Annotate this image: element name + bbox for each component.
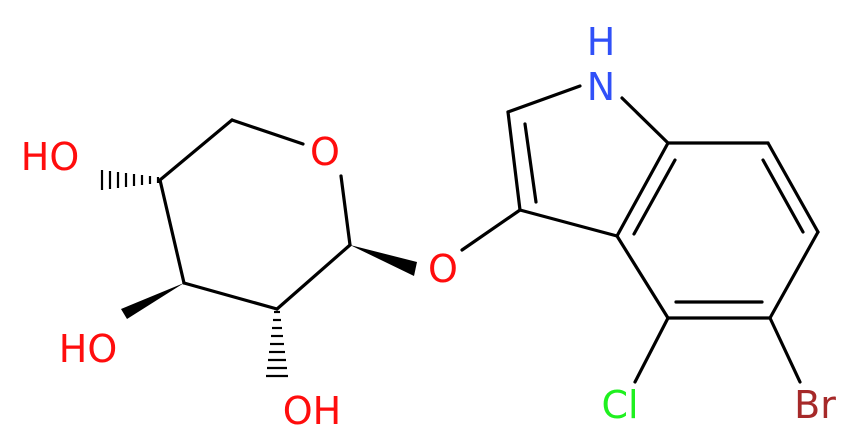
atom-label-glycosidic-oxygen: O: [428, 247, 458, 291]
bond-c7-c6-b: [761, 158, 805, 234]
bond-c3ind-c2ind-b: [523, 122, 538, 204]
bond-c3-c4: [158, 178, 186, 285]
bond-c2-c3: [182, 281, 279, 311]
bond-c2ind-n: [506, 84, 582, 114]
bond-oglyco-c3ind: [460, 208, 522, 252]
bond-c7a-c3a: [615, 141, 670, 238]
bond-c1-c2: [275, 243, 352, 311]
bond-oring-c1: [339, 174, 352, 247]
atom-label-hydroxyl-c4: HO: [21, 135, 79, 179]
bond-c6-c5: [768, 230, 820, 320]
atom-label-chlorine: Cl: [601, 383, 638, 427]
bond-c5-oring: [230, 118, 305, 146]
bond-n-c7a: [620, 96, 670, 145]
bond-c5-br: [768, 316, 802, 384]
atom-label-bromine: Br: [794, 383, 836, 427]
bond-c4-c3a: [615, 234, 670, 320]
atom-label-nitrogen: N: [587, 65, 615, 109]
atom-label-ring-oxygen: O: [310, 130, 340, 174]
wedge-bond-c1-oglyco: [350, 245, 417, 276]
bond-c3a-c7a-inner: [632, 158, 677, 236]
atom-label-nh-hydrogen: H: [587, 20, 616, 64]
wedge-bond-c3-ho: [121, 283, 184, 319]
bond-c3a-c3ind: [518, 208, 619, 238]
bond-c4-c5: [158, 118, 234, 182]
bond-c7-c6-a: [766, 141, 820, 234]
atom-label-hydroxyl-c2: OH: [283, 389, 341, 433]
atom-label-hydroxyl-c3: HO: [59, 327, 117, 371]
hashed-bond-c4-ho: [100, 170, 160, 190]
bond-c4-cl: [633, 316, 670, 384]
bond-c3ind-c2ind-a: [506, 110, 522, 212]
hashed-bond-c2-oh: [266, 310, 288, 378]
